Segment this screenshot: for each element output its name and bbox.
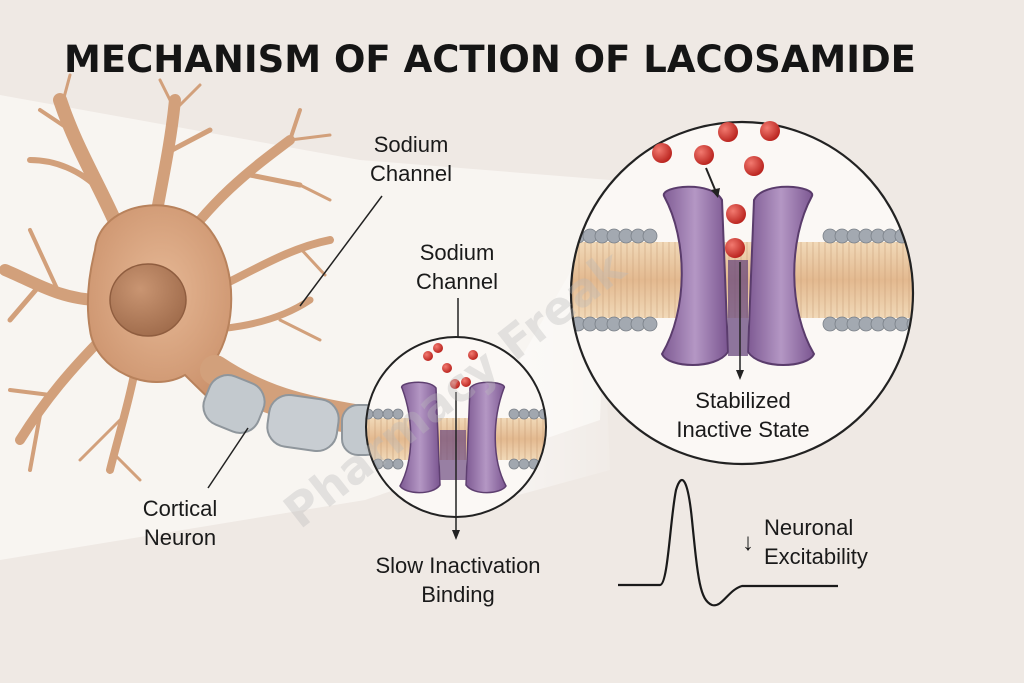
myelin-segment	[266, 393, 340, 453]
channel-pore-small	[440, 430, 466, 480]
leader-line-sodium-top	[299, 195, 383, 307]
myelin-segment	[202, 374, 266, 434]
label-sodium-channel-top: Sodium Channel	[370, 132, 452, 186]
large-zoom-circle	[569, 120, 915, 466]
label-stabilized-inactive-state: Stabilized Inactive State	[676, 388, 810, 442]
small-zoom-circle	[365, 336, 547, 540]
channel-pore-large	[728, 260, 748, 356]
label-slow-inactivation: Slow Inactivation Binding	[375, 553, 541, 607]
excitability-down-arrow: ↓	[742, 529, 754, 556]
channel-left-large	[660, 185, 730, 366]
lipid-head	[642, 228, 658, 244]
nucleus	[109, 263, 187, 337]
label-cortical-neuron: Cortical Neuron	[142, 496, 218, 550]
channel-right-large	[746, 185, 816, 366]
lipid-head	[906, 228, 913, 244]
sodium-ions-small	[423, 343, 478, 389]
page-title: MECHANISM OF ACTION OF LACOSAMIDE	[64, 38, 916, 81]
label-neuronal-excitability: Neuronal Excitability	[764, 515, 868, 569]
channel-left-small	[399, 381, 441, 494]
axon	[200, 355, 383, 456]
leader-line-cortical	[207, 427, 249, 489]
lipid-head	[642, 316, 658, 332]
channel-right-small	[465, 381, 507, 494]
lipid-heads-top	[366, 408, 546, 420]
sodium-ions-large	[652, 121, 780, 258]
label-sodium-channel-mid: Sodium Channel	[416, 240, 498, 294]
action-potential-trace	[618, 478, 838, 607]
